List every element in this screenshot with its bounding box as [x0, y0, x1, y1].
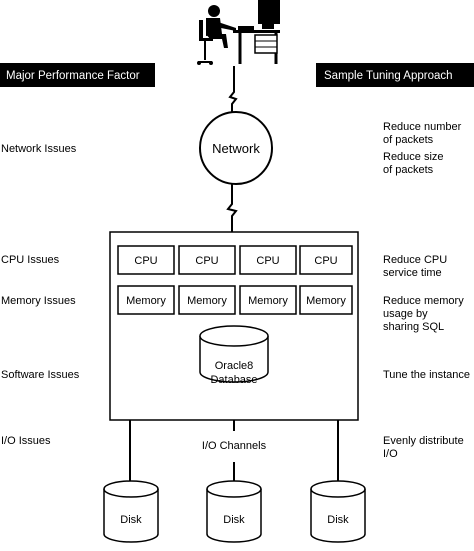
- memory-label-3: Memory: [248, 295, 288, 307]
- left-header-text: Major Performance Factor: [6, 70, 140, 82]
- approach-network-1-line-1: Reduce number: [383, 121, 462, 133]
- memory-label-4: Memory: [306, 295, 346, 307]
- cpu-label-4: CPU: [314, 255, 337, 267]
- disk-label-2: Disk: [223, 514, 245, 526]
- approach-memory-line-2: usage by: [383, 308, 428, 320]
- disk-3: Disk: [310, 480, 366, 543]
- disk-2: Disk: [206, 480, 262, 543]
- cpu-box-1: [117, 245, 175, 275]
- user-at-workstation-icon: [197, 0, 280, 65]
- approach-cpu-line-2: service time: [383, 267, 442, 279]
- memory-label-1: Memory: [126, 295, 166, 307]
- right-header-bar: [316, 63, 474, 87]
- disk-label-3: Disk: [327, 514, 349, 526]
- memory-issues-label: Memory Issues: [1, 295, 76, 307]
- cpu-box-4: [299, 245, 353, 275]
- network-node: [199, 111, 273, 185]
- io-issues-label: I/O Issues: [1, 435, 51, 447]
- cpu-label-3: CPU: [256, 255, 279, 267]
- memory-box-4: [299, 285, 353, 315]
- right-header-text: Sample Tuning Approach: [324, 70, 453, 82]
- database-label-line-1: Oracle8: [215, 360, 254, 372]
- connection-line-top: [228, 66, 238, 112]
- cpu-label-1: CPU: [134, 255, 157, 267]
- database-cylinder: Oracle8 Database: [199, 325, 269, 386]
- left-header-bar: [0, 63, 155, 87]
- software-issues-label: Software Issues: [1, 369, 80, 381]
- io-channels-label: I/O Channels: [202, 440, 267, 452]
- connection-line-middle: [226, 184, 238, 232]
- io-channels: [129, 420, 339, 485]
- cpu-box-2: [178, 245, 236, 275]
- approach-io-line-1: Evenly distribute: [383, 435, 464, 447]
- disk-label-1: Disk: [120, 514, 142, 526]
- cpu-box-3: [239, 245, 297, 275]
- approach-cpu-line-1: Reduce CPU: [383, 254, 447, 266]
- memory-box-3: [239, 285, 297, 315]
- approach-memory-line-1: Reduce memory: [383, 295, 464, 307]
- approach-network-2-line-1: Reduce size: [383, 151, 444, 163]
- network-label: Network: [212, 141, 260, 156]
- memory-box-1: [117, 285, 175, 315]
- cpu-label-2: CPU: [195, 255, 218, 267]
- approach-memory-line-3: sharing SQL: [383, 321, 444, 333]
- memory-box-2: [178, 285, 236, 315]
- approach-network-2-line-2: of packets: [383, 164, 434, 176]
- cpu-issues-label: CPU Issues: [1, 254, 60, 266]
- approach-software-line-1: Tune the instance: [383, 369, 470, 381]
- approach-network-1-line-2: of packets: [383, 134, 434, 146]
- disk-1: Disk: [103, 480, 159, 543]
- memory-row: Memory Memory Memory Memory: [117, 285, 353, 315]
- memory-label-2: Memory: [187, 295, 227, 307]
- cpu-row: CPU CPU CPU CPU: [117, 245, 353, 275]
- network-issues-label: Network Issues: [1, 143, 77, 155]
- approach-io-line-2: I/O: [383, 448, 398, 460]
- database-label-line-2: Database: [210, 374, 257, 386]
